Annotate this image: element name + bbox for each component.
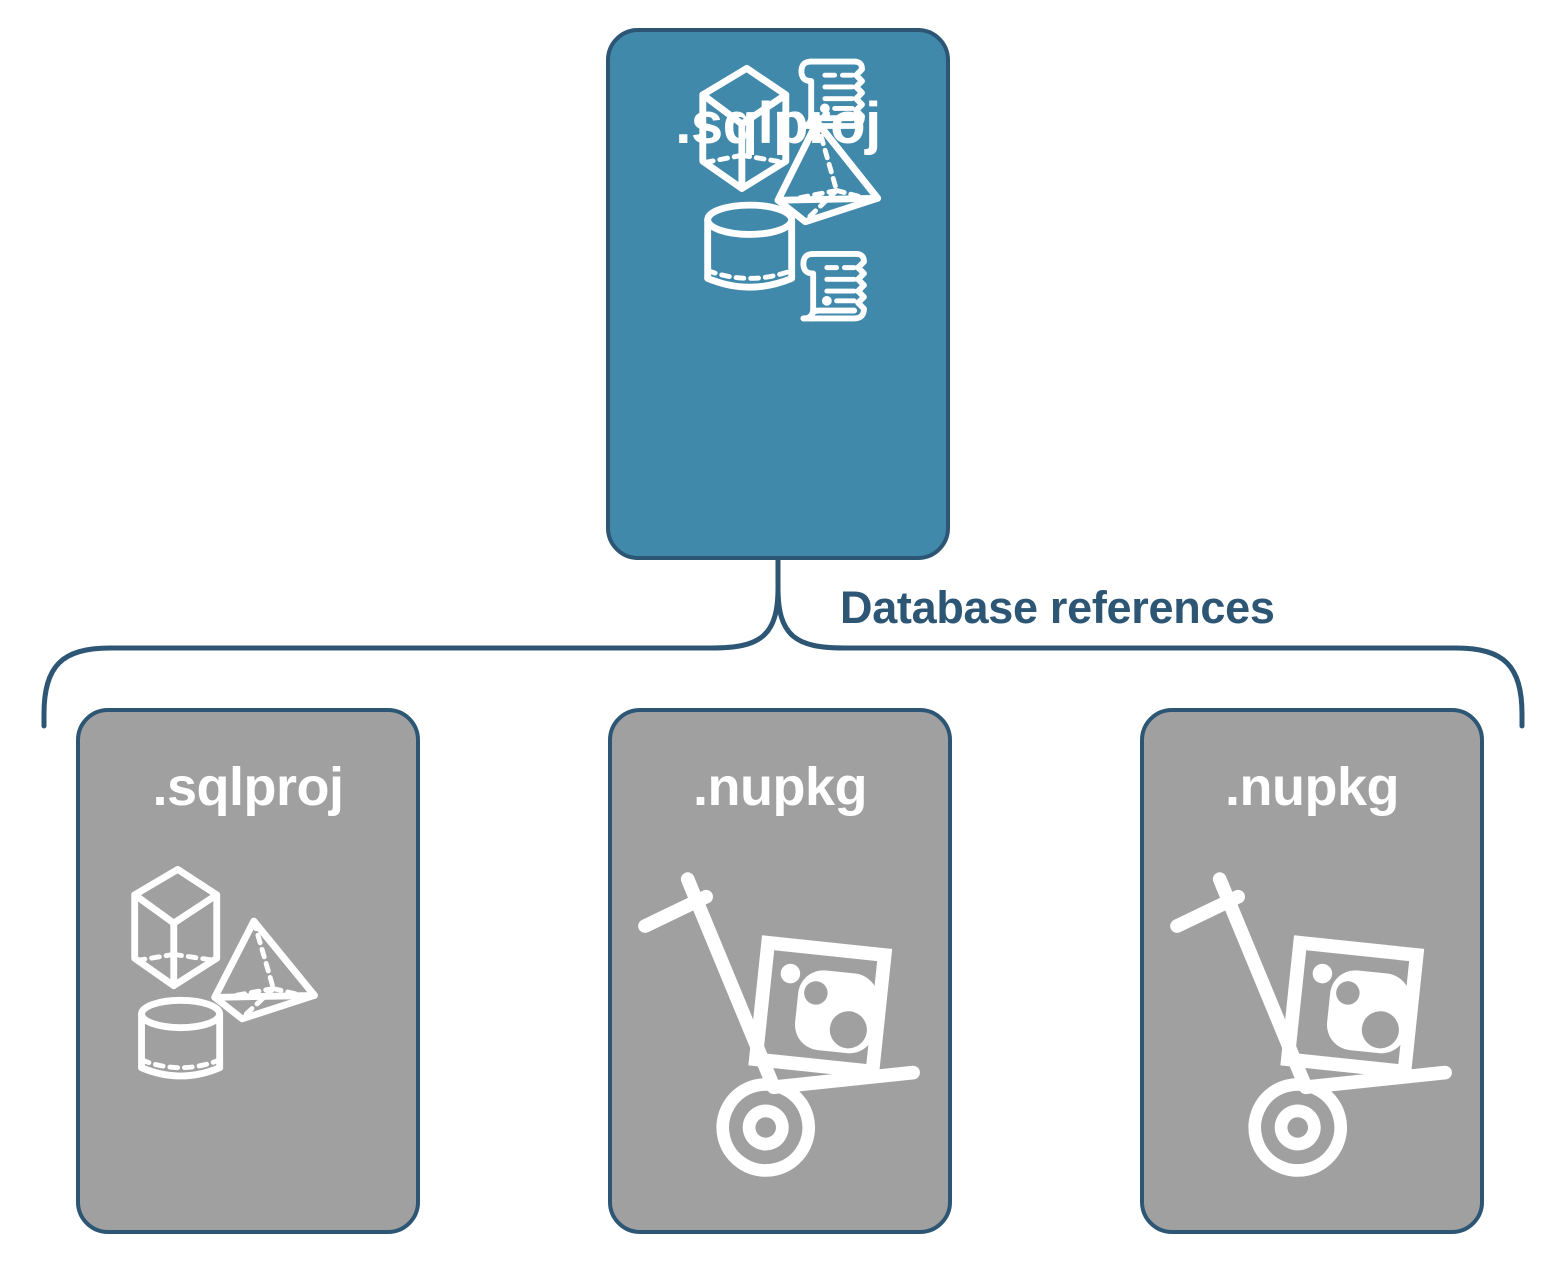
child-card-label: .sqlproj	[152, 757, 344, 817]
truck-upright	[680, 872, 781, 1095]
truck-handle	[1170, 889, 1245, 933]
child-card-label: .nupkg	[1225, 757, 1399, 817]
truck-base	[1298, 1065, 1452, 1095]
hand-truck-package-icon	[1170, 872, 1452, 1177]
cylinder-icon	[704, 201, 796, 291]
brace-left	[41, 585, 781, 729]
child-card-nupkg[interactable]: .nupkg	[608, 708, 952, 1234]
truck-upright	[1212, 872, 1313, 1095]
parent-project-card[interactable]: .sqlproj	[606, 28, 950, 560]
nuget-logo-icon	[1327, 970, 1410, 1054]
pyramid-icon	[211, 917, 318, 1023]
truck-handle	[638, 889, 713, 933]
truck-wheel-icon	[716, 1078, 816, 1177]
nuget-dot-icon	[1312, 963, 1333, 984]
nuget-logo-icon	[795, 970, 878, 1054]
hand-truck-package-icon	[638, 872, 920, 1177]
brace-label: Database references	[840, 582, 1275, 633]
child-card-nupkg[interactable]: .nupkg	[1140, 708, 1484, 1234]
truck-wheel-icon	[1248, 1078, 1348, 1177]
parent-card-label: .sqlproj	[675, 91, 881, 156]
truck-base	[766, 1065, 920, 1095]
cylinder-icon	[138, 996, 224, 1080]
scroll-icon	[800, 251, 867, 322]
child-card-label: .nupkg	[693, 757, 867, 817]
nuget-dot-icon	[780, 963, 801, 984]
child-card-sqlproj[interactable]: .sqlproj	[76, 708, 420, 1234]
cube-icon	[131, 865, 221, 990]
